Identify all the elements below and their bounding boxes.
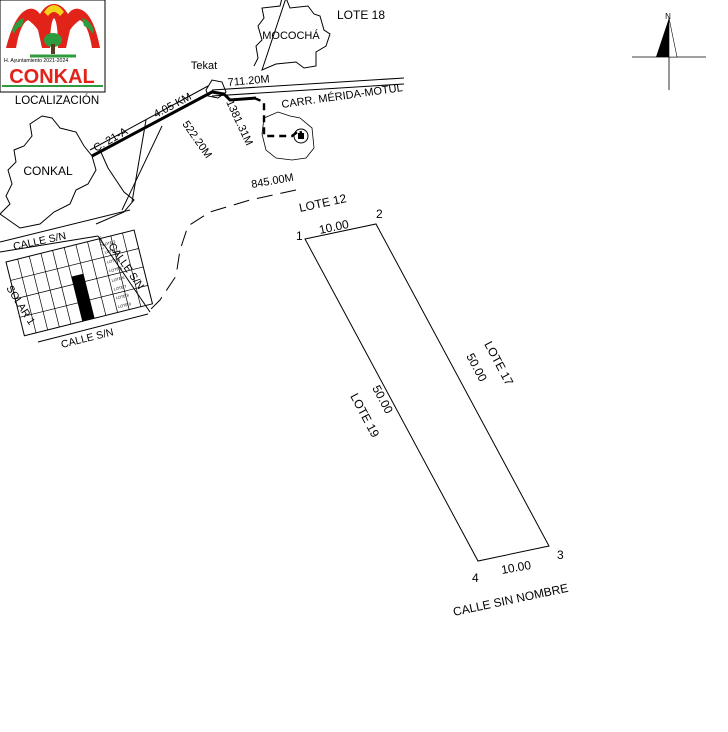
block-grid: LOTE 1 LOTE 2 LOTE 3 LOTE 4 LOTE 5 LOTE … bbox=[5, 229, 154, 337]
logo-leaf-left bbox=[12, 18, 24, 34]
lot-label-8: LOTE 8 bbox=[116, 293, 130, 300]
secondary-road-1 bbox=[121, 125, 163, 211]
location-lote18-label: LOTE 18 bbox=[337, 8, 385, 22]
secondary-road-2 bbox=[131, 119, 147, 203]
lot-label-4: LOTE 4 bbox=[107, 257, 121, 264]
logo-leaf-right bbox=[82, 18, 94, 34]
north-arrow-icon bbox=[656, 18, 669, 57]
lote17-label: LOTE 17 bbox=[481, 339, 516, 388]
vertex-3-label: 3 bbox=[557, 548, 564, 562]
vertex-4-label: 4 bbox=[472, 571, 479, 585]
block-street-top-line bbox=[0, 235, 99, 253]
logo-top-ornament bbox=[44, 5, 64, 16]
block-street-right-line bbox=[97, 235, 151, 313]
dim-left-label: 50.00 bbox=[369, 383, 396, 416]
dim-bottom-label: 10.00 bbox=[500, 558, 532, 577]
small-lot-labels: LOTE 1 LOTE 2 LOTE 3 LOTE 4 LOTE 5 LOTE … bbox=[98, 236, 132, 309]
conkal-outline bbox=[0, 115, 97, 229]
lote12-label: LOTE 12 bbox=[298, 191, 348, 215]
dim-top-label: 10.00 bbox=[318, 217, 351, 237]
vertex-2-label: 2 bbox=[376, 207, 383, 221]
lot-label-1: LOTE 1 bbox=[98, 236, 105, 250]
lot-label-6: LOTE 6 bbox=[111, 276, 125, 283]
secondary-road-3 bbox=[0, 209, 131, 243]
calle-top-label: CALLE S/N bbox=[12, 230, 67, 253]
lot-label-7: LOTE 7 bbox=[113, 285, 127, 292]
lot-label-5: LOTE 5 bbox=[109, 266, 123, 273]
logo-wordmark: CONKAL bbox=[9, 66, 95, 88]
merida-motul-label: CARR. MÉRIDA-MOTUL bbox=[281, 81, 404, 111]
merida-motul-road-bottom bbox=[211, 83, 405, 97]
lot-location-dot bbox=[298, 133, 304, 139]
subject-lot-fill bbox=[71, 273, 95, 322]
north-label: N bbox=[665, 12, 671, 21]
dist-522-label: 522.20M bbox=[180, 119, 214, 161]
logo-arches bbox=[6, 4, 100, 48]
lot-label-2: LOTE 2 bbox=[102, 240, 116, 247]
calle-bottom-label: CALLE S/N bbox=[60, 326, 115, 351]
north-arrow-outline bbox=[668, 17, 678, 58]
lot-polygon bbox=[304, 223, 550, 562]
lot-label-3: LOTE 3 bbox=[104, 248, 118, 255]
lot-label-9: LOTE 9 bbox=[118, 302, 132, 309]
mococha-outline bbox=[253, 0, 331, 71]
street-label: CALLE SIN NOMBRE bbox=[452, 581, 570, 619]
tree-trunk bbox=[51, 44, 55, 54]
block-map: CALLE S/N CALLE S/N CALLE S/N SOLAR 1 LO… bbox=[0, 229, 154, 351]
conkal-boundary-east bbox=[95, 149, 135, 225]
conkal-label: CONKAL bbox=[23, 164, 73, 178]
logo-underline bbox=[2, 85, 103, 87]
dist-845-label: 845.00M bbox=[250, 172, 294, 191]
dist-711-label: 711.20M bbox=[227, 73, 270, 89]
lot-area-outline bbox=[261, 111, 315, 161]
tree-icon bbox=[44, 33, 62, 47]
dim-right-label: 50.00 bbox=[463, 351, 490, 384]
merida-motul-road-top bbox=[211, 77, 405, 91]
north-arrow: N bbox=[632, 12, 706, 90]
dist-1381-label: 1381.31M bbox=[223, 98, 255, 147]
vertex-1-label: 1 bbox=[296, 229, 303, 243]
lot-survey: LOTE 12 10.00 1 2 3 4 LOTE 17 50.00 50.0… bbox=[296, 191, 569, 619]
mococha-label: MOCOCHÁ bbox=[262, 29, 320, 42]
logo-period-text: H. Ayuntamiento 2021-2024 bbox=[4, 58, 68, 64]
tekat-label: Tekat bbox=[191, 60, 217, 72]
access-path-dashed bbox=[147, 189, 297, 313]
lot-location-marker bbox=[293, 128, 309, 144]
route-bold bbox=[91, 90, 257, 158]
c21a-road-edge bbox=[89, 85, 209, 151]
tekat-outline bbox=[205, 79, 227, 99]
localizacion-title: LOCALIZACIÓN bbox=[15, 94, 99, 107]
conkal-logo: H. Ayuntamiento 2021-2024 CONKAL bbox=[0, 0, 106, 93]
block-street-bottom-line bbox=[37, 313, 149, 343]
